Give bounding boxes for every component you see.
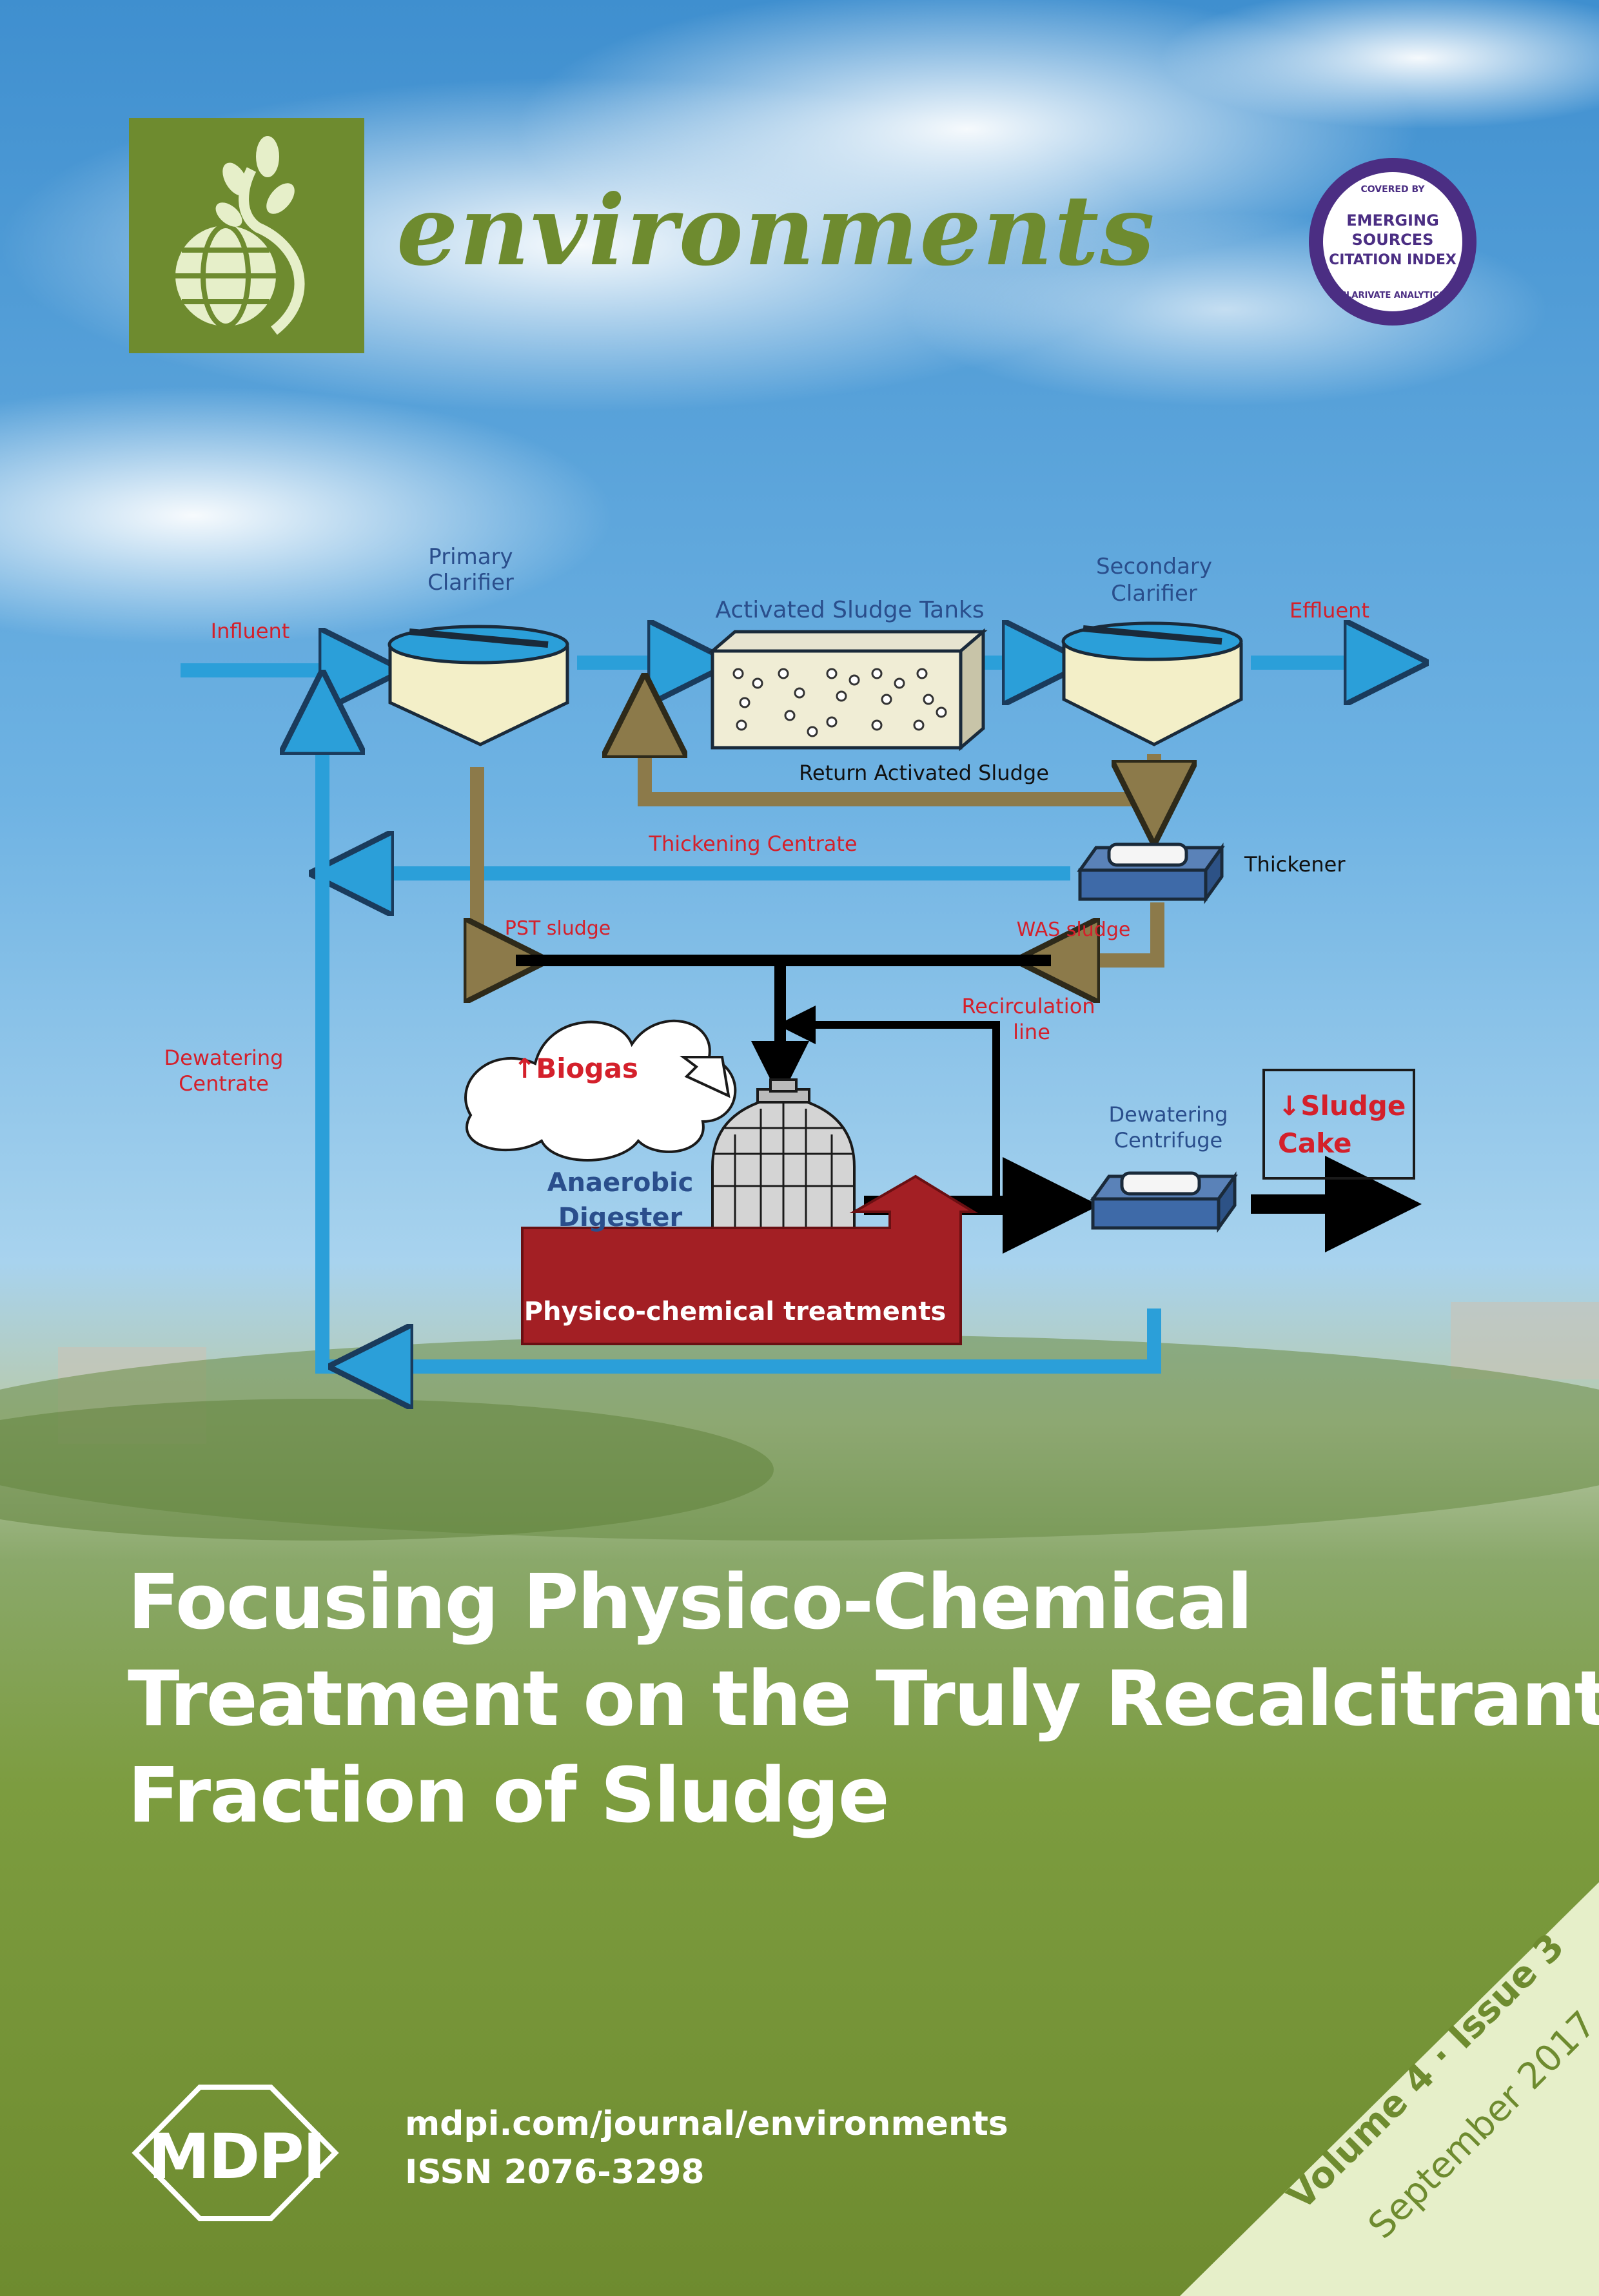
physico-chemical-label: Physico-chemical treatments <box>524 1297 947 1327</box>
dewatering-centrate-label-1: Dewatering <box>164 1046 284 1070</box>
recirculation-label-2: line <box>1013 1020 1050 1044</box>
effluent-label: Effluent <box>1290 598 1369 623</box>
physico-chemical-block <box>521 1174 979 1345</box>
dewatering-centrate-label-2: Centrate <box>179 1071 269 1096</box>
secondary-clarifier <box>1061 621 1243 746</box>
secondary-clarifier-label-1: Secondary <box>1096 554 1212 579</box>
dewatering-centrifuge-label-1: Dewatering <box>1109 1102 1228 1127</box>
sludge-cake-box <box>1262 1069 1415 1180</box>
globe-leaf-icon <box>175 136 305 335</box>
primary-clarifier <box>387 625 569 746</box>
was-sludge-arrow <box>1057 902 1164 960</box>
journal-name: environments <box>397 174 1156 287</box>
article-title: Focusing Physico-Chemical Treatment on t… <box>128 1553 1599 1844</box>
journal-url[interactable]: mdpi.com/journal/environments <box>405 2105 1008 2143</box>
pst-sludge-arrow <box>477 767 506 960</box>
activated-sludge-tanks-label: Activated Sludge Tanks <box>715 597 984 623</box>
dewatering-centrate-arrow <box>322 712 1161 1374</box>
anaerobic-digester-label-1: Anaerobic <box>547 1168 694 1198</box>
issn: ISSN 2076-3298 <box>405 2153 705 2192</box>
mdpi-logo <box>132 2085 339 2221</box>
badge-line2: SOURCES <box>1352 231 1434 249</box>
biogas-cloud <box>464 1019 737 1162</box>
primary-clarifier-label-2: Clarifier <box>427 570 514 596</box>
publisher-name: MDPI <box>148 2121 326 2193</box>
dewatering-centrifuge <box>1090 1171 1238 1233</box>
thickener-label: Thickener <box>1244 852 1346 877</box>
thickening-centrate-label: Thickening Centrate <box>648 832 857 856</box>
journal-logo <box>129 118 364 353</box>
recirculation-label-1: Recirculation <box>961 994 1095 1018</box>
article-title-line-3: Fraction of Sludge <box>128 1751 890 1840</box>
recirculation-arrow <box>777 1006 1000 1205</box>
anaerobic-digester-label-2: Digester <box>558 1203 683 1232</box>
article-title-line-1: Focusing Physico-Chemical <box>128 1557 1253 1646</box>
sludge-cake-label-2: Cake <box>1278 1127 1351 1159</box>
dewatering-centrifuge-label-2: Centrifuge <box>1114 1128 1222 1153</box>
esci-badge: COVERED BY EMERGING SOURCES CITATION IND… <box>1309 158 1476 326</box>
badge-line3: CITATION INDEX <box>1329 252 1457 268</box>
badge-line1: EMERGING <box>1346 211 1439 229</box>
influent-label: Influent <box>211 619 290 643</box>
badge-bottom-text: CLARIVATE ANALYTICS <box>1340 291 1446 300</box>
sludge-cake-label-1: ↓Sludge <box>1278 1090 1406 1122</box>
return-sludge-arrow <box>645 715 1138 806</box>
article-title-line-2: Treatment on the Truly Recalcitrant <box>128 1654 1599 1743</box>
was-sludge-label: WAS sludge <box>1017 919 1131 941</box>
process-diagram: Primary Clarifier Activated Sludge Tanks… <box>164 544 1599 1418</box>
biogas-label: ↑Biogas <box>513 1053 638 1084</box>
activated-sludge-tank <box>708 628 988 752</box>
biogas-arrow <box>680 1056 731 1098</box>
return-activated-sludge-label: Return Activated Sludge <box>799 761 1049 785</box>
secondary-clarifier-label-2: Clarifier <box>1111 581 1197 607</box>
badge-top-text: COVERED BY <box>1360 184 1425 195</box>
primary-clarifier-label-1: Primary <box>428 544 513 570</box>
pst-sludge-label: PST sludge <box>505 917 611 940</box>
thickener <box>1077 842 1225 904</box>
